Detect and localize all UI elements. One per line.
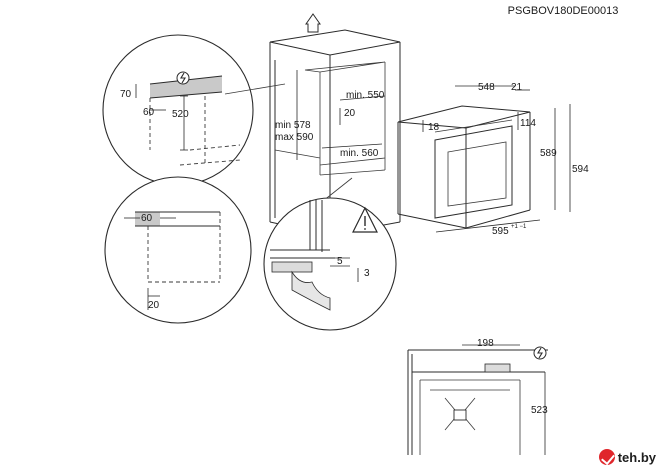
- dim-595: 595: [492, 226, 509, 237]
- dim-min-550: min. 550: [346, 90, 385, 101]
- leader-line-top: [224, 83, 286, 95]
- dim-198: 198: [477, 338, 494, 349]
- dim-min-560: min. 560: [340, 148, 379, 159]
- dim-594: 594: [572, 164, 589, 175]
- arrow-up-icon: [305, 13, 321, 33]
- document-code: PSGBOV180DE00013: [508, 5, 619, 17]
- watermark-text: teh.by: [617, 449, 656, 465]
- dim-523: 523: [531, 405, 548, 416]
- dim-21: 21: [511, 82, 523, 93]
- dim-max-590: max 590: [275, 132, 314, 143]
- dim-520: 520: [172, 109, 189, 120]
- detail-circle-bottom-left: [104, 176, 252, 324]
- oven-drawing: [397, 85, 571, 233]
- dim-60-bottom: 60: [141, 213, 153, 224]
- detail-circle-top-left: [102, 34, 254, 186]
- checkmark-icon: [598, 449, 615, 465]
- dim-20-bottom: 20: [148, 300, 160, 311]
- cabinet-top-view: [407, 344, 548, 455]
- dim-114: 114: [520, 118, 536, 129]
- caution-triangle-icon: [352, 206, 378, 233]
- dim-5: 5: [337, 256, 343, 267]
- dim-548: 548: [478, 82, 495, 93]
- electric-warning-icon: [176, 71, 190, 85]
- electric-warning-icon-bottom: [533, 346, 547, 360]
- dim-589: 589: [540, 148, 557, 159]
- dim-3: 3: [364, 268, 370, 279]
- dim-70: 70: [120, 89, 132, 100]
- detail-circle-centre: [263, 197, 397, 331]
- dim-595-tolerance: +1 −1: [511, 224, 527, 230]
- watermark-logo: teh.by: [598, 449, 656, 465]
- dim-60-top: 60: [143, 107, 155, 118]
- dim-min-578: min 578: [275, 120, 311, 131]
- dim-18: 18: [428, 122, 440, 133]
- dim-20-top: 20: [344, 108, 356, 119]
